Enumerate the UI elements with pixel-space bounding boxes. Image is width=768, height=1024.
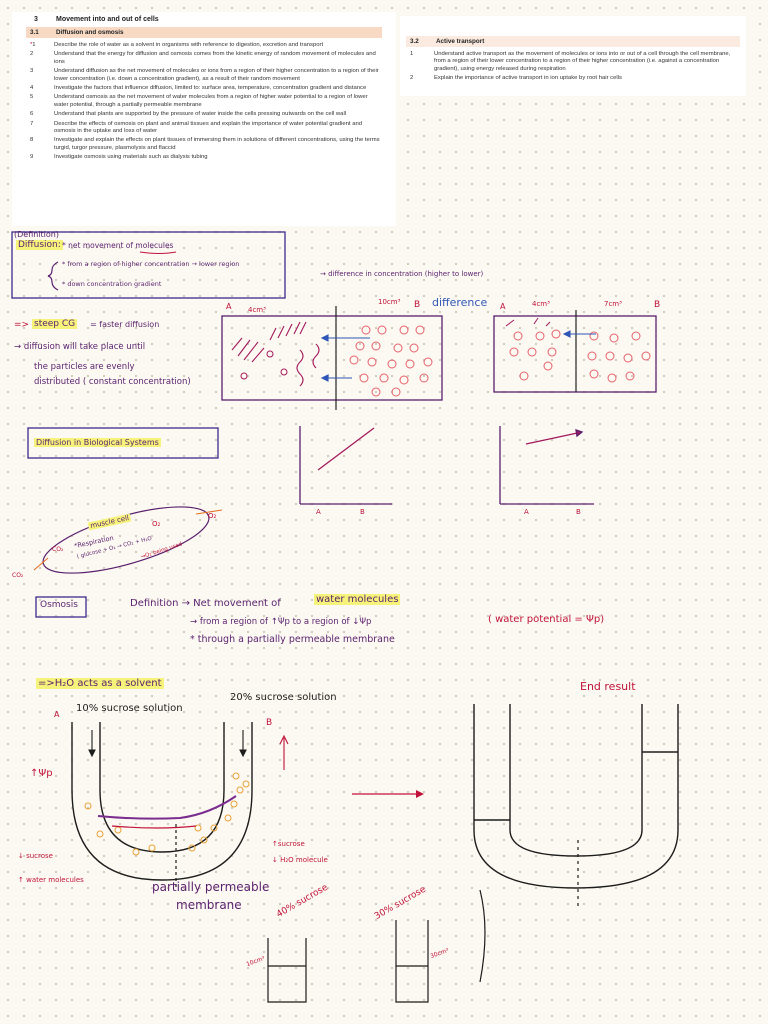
brace: [48, 262, 58, 290]
steep-cg: steep CG: [32, 319, 77, 329]
difference-word: difference: [432, 296, 487, 309]
water-up-label: ↑ water molecules: [18, 876, 84, 884]
bracket-right: [480, 890, 485, 982]
box2-arrow: [564, 331, 596, 337]
box2-label-b: B: [654, 300, 660, 310]
ppm-line-2: membrane: [176, 898, 242, 912]
box2-right-particles: [588, 332, 650, 382]
u-tube-left-arrows: [89, 730, 246, 756]
osmosis-label: Osmosis: [40, 600, 78, 610]
tube-b-up-arrow: [280, 736, 288, 770]
beaker-40: [268, 938, 306, 1002]
box2-left-particles: [510, 330, 560, 380]
o2-inner: O₂: [152, 520, 160, 528]
box2-scribbles: [506, 318, 550, 326]
o2-outer: O₂: [208, 512, 216, 520]
box1-left-scribbles: [232, 322, 319, 386]
graph2-label-b: B: [576, 508, 581, 516]
box1-label-a: A: [226, 302, 231, 311]
bio-systems-title: Diffusion in Biological Systems: [34, 438, 161, 447]
h2o-solvent-text: =>H₂O acts as a solvent: [36, 678, 164, 689]
water-molecules-text: water molecules: [314, 594, 400, 605]
water-molecules-label: water molecules: [314, 594, 400, 605]
tube-purple-flow: [98, 796, 236, 819]
tube-red-flow: [112, 826, 196, 828]
box2-b-conc: 7cm³: [604, 300, 622, 308]
box1-b-conc: 10cm³: [378, 298, 400, 306]
ppm-line-1: partially permeable: [152, 880, 269, 894]
u-tube-right: [474, 704, 678, 888]
osmosis-line-3: * through a partially permeable membrane: [190, 634, 395, 645]
box2-a-conc: 4cm³: [532, 300, 550, 308]
diffusion-label: Diffusion:: [16, 240, 63, 250]
steep-cg-text: steep CG: [32, 319, 77, 329]
graph-2: [500, 426, 594, 504]
steep-arrow: =>: [14, 320, 29, 330]
diffusion-definition: * net movement of molecules: [62, 241, 173, 250]
graph1-label-a: A: [316, 508, 321, 516]
until-line-3: distributed ( constant concentration): [34, 377, 191, 387]
big-arrow-head: [416, 790, 424, 798]
graph-1: [300, 426, 392, 504]
graph2-label-a: A: [524, 508, 529, 516]
co2-outer: CO₂: [12, 572, 23, 579]
box1-a-conc: 4cm³: [248, 306, 266, 314]
osmosis-line-2: → from a region of ↑Ψp to a region of ↓Ψ…: [190, 617, 371, 627]
until-line-2: the particles are evenly: [34, 362, 135, 372]
tube-label-b: B: [266, 718, 272, 728]
beaker-30: [396, 920, 428, 1002]
faster-diffusion: = faster diffusion: [90, 320, 159, 329]
sucrose-20-label: 20% sucrose solution: [230, 692, 337, 703]
sucrose-down-label: ↓ sucrose: [18, 852, 53, 860]
diffusion-label-text: Diffusion:: [16, 240, 63, 250]
box1-label-b: B: [414, 300, 420, 310]
bio-systems-text: Diffusion in Biological Systems: [34, 438, 161, 447]
sucrose-10-label: 10% sucrose solution: [76, 703, 183, 714]
graph1-label-b: B: [360, 508, 365, 516]
sucrose-up-label: ↑sucrose: [272, 840, 305, 848]
diffusion-underline: [140, 252, 176, 254]
u-tube-left: [72, 722, 252, 880]
psi-up-label: ↑Ψp: [30, 768, 53, 779]
diffusion-line-1: * from a region of higher concentration …: [62, 260, 239, 268]
h2o-solvent-label: =>H₂O acts as a solvent: [36, 678, 164, 689]
co2-inner: CO₂: [52, 546, 63, 553]
osmosis-definition: Definition → Net movement of: [130, 598, 281, 609]
tube-label-a: A: [54, 710, 59, 719]
definition-tag: (Definition): [14, 230, 59, 239]
h2o-down-label: ↓ H₂O molecule: [272, 856, 328, 864]
box2-label-a: A: [500, 302, 505, 311]
water-potential-note: ( water potential = Ψp): [488, 614, 604, 625]
diffusion-line-2: * down concentration gradient: [62, 280, 161, 288]
end-result-label: End result: [580, 680, 636, 693]
box1-right-particles: [350, 326, 432, 396]
muscle-cell: [37, 493, 216, 587]
diffusion-container-2: [494, 316, 656, 392]
difference-note: → difference in concentration (higher to…: [320, 270, 483, 278]
until-line-1: → diffusion will take place until: [14, 342, 145, 352]
